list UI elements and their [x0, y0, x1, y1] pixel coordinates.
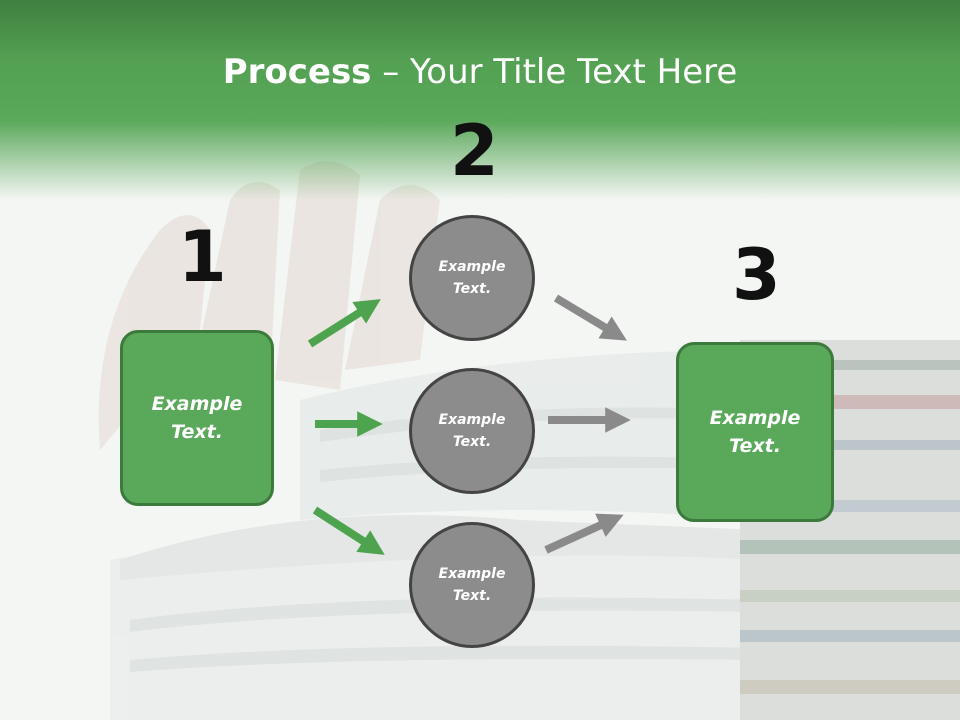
arrow-gray-up — [544, 513, 624, 554]
circle-middle: Example Text. — [409, 368, 535, 494]
left-step-box: Example Text. — [120, 330, 274, 506]
title-bold: Process — [222, 52, 372, 92]
arrow-green-down — [312, 506, 385, 555]
step-number-3: 3 — [732, 234, 781, 316]
header-band — [0, 0, 960, 200]
step-number-2: 2 — [450, 110, 499, 192]
title-rest: – Your Title Text Here — [371, 52, 738, 92]
page-title: Process – Your Title Text Here — [0, 52, 960, 92]
right-step-box: Example Text. — [676, 342, 834, 522]
arrow-green-up — [307, 299, 381, 348]
arrow-gray-down — [553, 294, 627, 341]
step-number-1: 1 — [178, 216, 227, 298]
circle-top: Example Text. — [409, 215, 535, 341]
circle-bottom: Example Text. — [409, 522, 535, 648]
